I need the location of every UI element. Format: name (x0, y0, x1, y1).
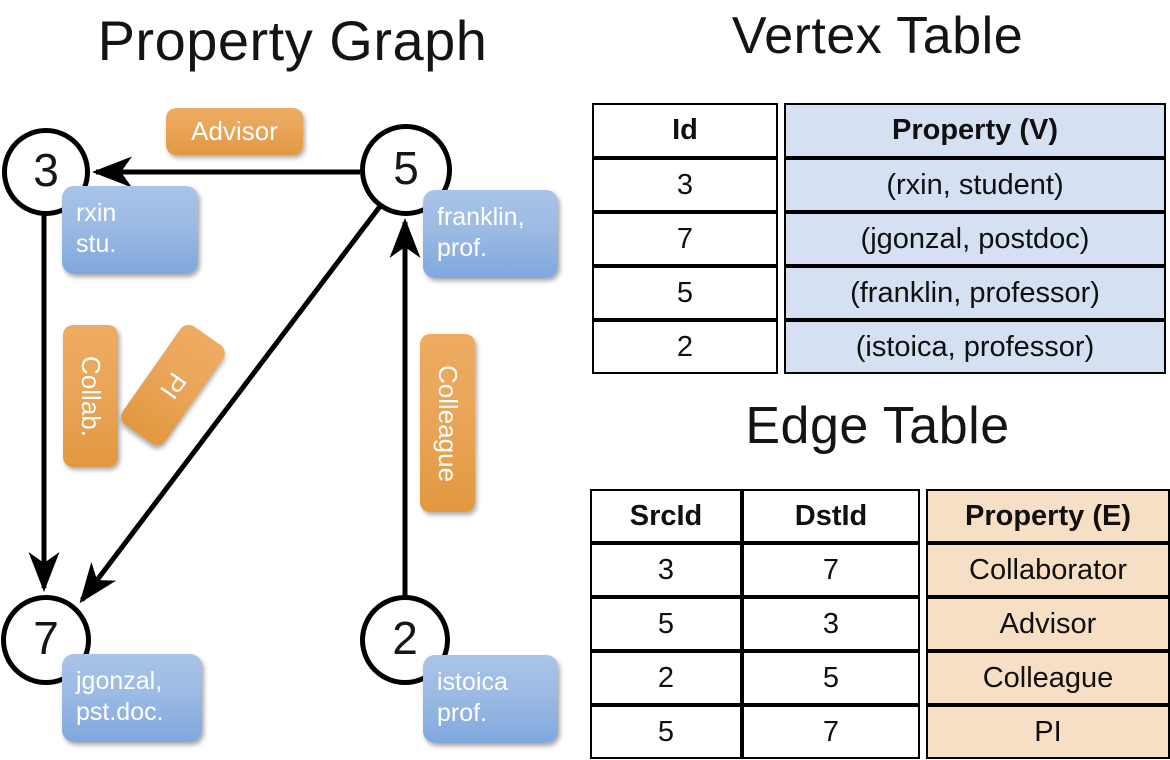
edge-row-0-dst: 7 (742, 543, 920, 597)
vertex-callout-3-line2: stu. (76, 230, 117, 259)
vertex-row-3-property: (istoica, professor) (784, 320, 1166, 374)
table-row: 2 5 Colleague (590, 651, 1170, 705)
edge-row-2-dst: 5 (742, 651, 920, 705)
vertex-callout-7-line1: jgonzal, (76, 667, 163, 695)
vertex-row-2-id: 5 (592, 266, 778, 320)
edge-5-to-7 (79, 203, 383, 604)
vertex-callout-2[interactable]: istoica prof. (423, 655, 558, 743)
vertex-callout-3-line1: rxin (76, 199, 117, 227)
vertex-callout-3[interactable]: rxin stu. (62, 186, 198, 274)
table-row: 3 (rxin, student) (592, 158, 1166, 212)
vertex-table-header-id: Id (592, 103, 778, 158)
edge-row-2-property: Colleague (926, 651, 1170, 705)
edge-label-colleague[interactable]: Colleague (420, 334, 475, 512)
edge-table-header-dstid: DstId (742, 489, 920, 543)
graph-node-3-label: 3 (33, 144, 59, 196)
edge-table-header-property: Property (E) (926, 489, 1170, 543)
table-row: 5 7 PI (590, 705, 1170, 759)
vertex-table-header-property: Property (V) (784, 103, 1166, 158)
edge-row-0-property: Collaborator (926, 543, 1170, 597)
edge-row-3-dst: 7 (742, 705, 920, 759)
edge-table-header-srcid: SrcId (590, 489, 742, 543)
edge-table: SrcId DstId Property (E) 3 7 Collaborato… (590, 489, 1170, 759)
table-row: 7 (jgonzal, postdoc) (592, 212, 1166, 266)
edge-label-advisor-text: Advisor (191, 116, 278, 146)
edge-row-1-src: 5 (590, 597, 742, 651)
vertex-row-2-property: (franklin, professor) (784, 266, 1166, 320)
graph-edges-svg (28, 156, 421, 604)
page-title-edge-table: Edge Table (745, 397, 1010, 455)
page-title-vertex-table: Vertex Table (731, 7, 1024, 65)
property-graph-diagram: 3 5 7 2 rxin stu. franklin, prof. jgonza… (1, 108, 558, 743)
edge-row-1-dst: 3 (742, 597, 920, 651)
graph-node-5-label: 5 (393, 142, 419, 194)
edge-row-2-src: 2 (590, 651, 742, 705)
edge-label-pi-text: PI (154, 366, 193, 404)
vertex-row-1-property: (jgonzal, postdoc) (784, 212, 1166, 266)
table-row: 5 3 Advisor (590, 597, 1170, 651)
vertex-row-1-id: 7 (592, 212, 778, 266)
table-header-row: Id Property (V) (592, 103, 1166, 158)
edge-label-collab-text: Collab. (76, 355, 106, 437)
edge-row-3-property: PI (926, 705, 1170, 759)
page-title-property-graph: Property Graph (97, 9, 488, 72)
vertex-table: Id Property (V) 3 (rxin, student) 7 (jgo… (592, 103, 1166, 374)
graph-node-5[interactable]: 5 (360, 124, 452, 216)
graph-node-7-label: 7 (33, 612, 59, 664)
table-row: 5 (franklin, professor) (592, 266, 1166, 320)
table-row: 2 (istoica, professor) (592, 320, 1166, 374)
edge-label-colleague-text: Colleague (433, 364, 463, 482)
edge-label-collab[interactable]: Collab. (63, 325, 118, 467)
edge-row-0-src: 3 (590, 543, 742, 597)
vertex-row-0-property: (rxin, student) (784, 158, 1166, 212)
vertex-callout-5-line1: franklin, (437, 203, 525, 231)
vertex-callout-5[interactable]: franklin, prof. (423, 190, 558, 278)
edge-row-1-property: Advisor (926, 597, 1170, 651)
vertex-callout-2-line2: prof. (437, 699, 488, 728)
graph-node-2[interactable]: 2 (360, 595, 450, 685)
vertex-callout-2-line1: istoica (437, 668, 508, 696)
vertex-callout-7[interactable]: jgonzal, pst.doc. (62, 654, 202, 742)
table-row: 3 7 Collaborator (590, 543, 1170, 597)
edge-row-3-src: 5 (590, 705, 742, 759)
vertex-callout-7-line2: pst.doc. (76, 698, 164, 727)
vertex-row-3-id: 2 (592, 320, 778, 374)
edge-label-advisor[interactable]: Advisor (166, 108, 303, 155)
graph-node-2-label: 2 (392, 612, 418, 664)
vertex-callout-5-line2: prof. (437, 234, 488, 263)
table-header-row: SrcId DstId Property (E) (590, 489, 1170, 543)
vertex-row-0-id: 3 (592, 158, 778, 212)
